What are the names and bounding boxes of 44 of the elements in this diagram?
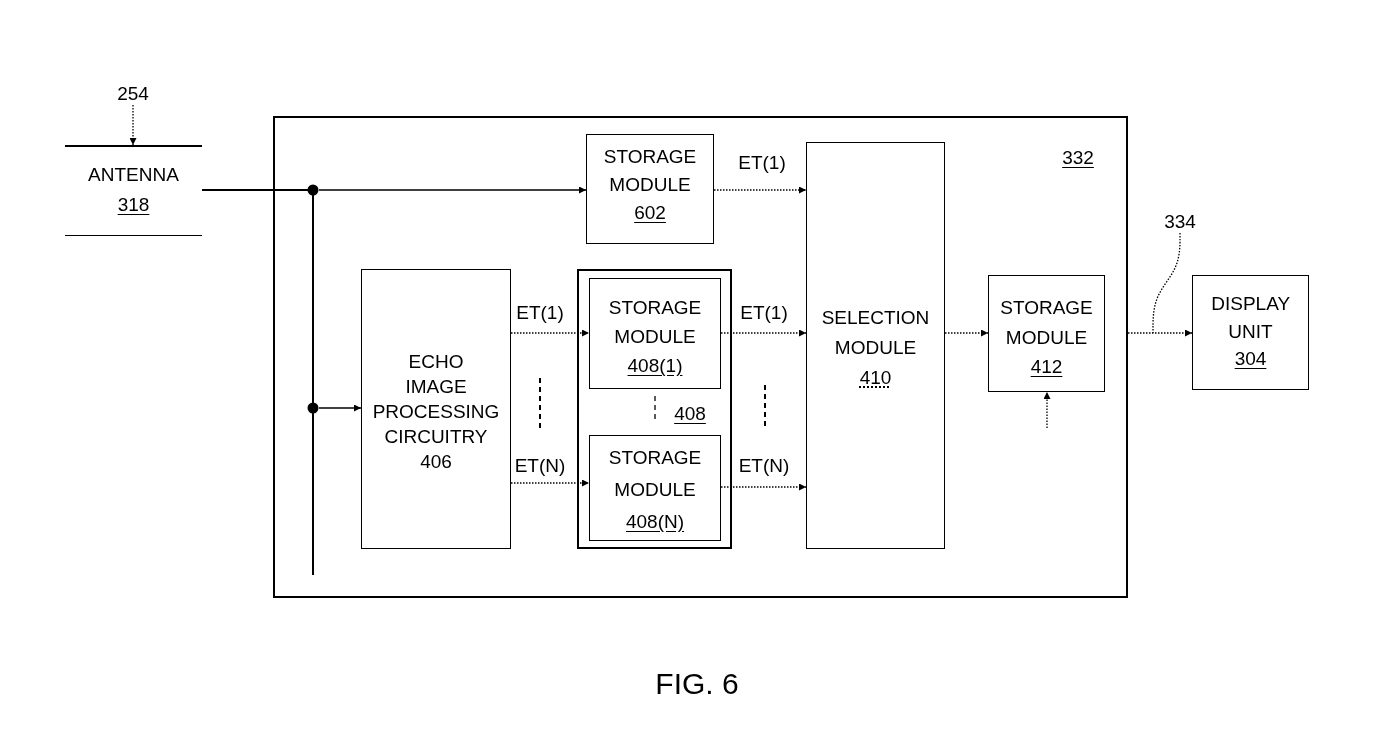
module-box (361, 269, 511, 549)
reference-numeral: 304 (1234, 347, 1267, 371)
module-box (806, 142, 945, 549)
module-box (1192, 275, 1309, 390)
group-box (577, 269, 732, 549)
reference-numeral: 412 (1030, 355, 1063, 379)
module-box (586, 134, 714, 244)
reference-numeral: 318 (117, 193, 150, 217)
box-label: STORAGE MODULE (1000, 296, 1093, 350)
connector-line (201, 189, 314, 576)
reference-numeral: 334 (1158, 211, 1202, 233)
antenna-block (65, 145, 202, 236)
module-box (589, 278, 721, 389)
arrow (129, 104, 137, 146)
box-label: STORAGE MODULE (603, 145, 697, 197)
box-label: SELECTION MODULE (821, 306, 930, 360)
box-label: ANTENNA (88, 163, 179, 187)
arrow (1043, 391, 1051, 429)
box-label: ECHO IMAGE PROCESSING CIRCUITRY (372, 350, 500, 449)
reference-numeral: 254 (108, 83, 158, 105)
arrow (510, 479, 590, 487)
reference-numeral: 408(N) (625, 510, 685, 534)
leader-line (1152, 232, 1181, 334)
arrow (318, 186, 587, 194)
arrow (510, 329, 590, 337)
arrow (720, 483, 807, 491)
box-label: STORAGE MODULE (608, 296, 702, 349)
reference-numeral: 408 (674, 403, 706, 425)
box-label: DISPLAY UNIT (1211, 292, 1290, 344)
box-label: STORAGE MODULE (608, 446, 702, 502)
module-box (589, 435, 721, 541)
reference-numeral: 602 (634, 201, 666, 225)
reference-numeral: 332 (1062, 147, 1094, 169)
arrow (1127, 329, 1193, 337)
arrow (720, 329, 807, 337)
arrow (318, 404, 362, 412)
arrow (713, 186, 807, 194)
reference-numeral: 410 (859, 366, 892, 390)
figure-caption: FIG. 6 (655, 667, 739, 701)
reference-numeral: 408(1) (627, 354, 683, 378)
arrow (944, 329, 989, 337)
reference-numeral: 406 (420, 450, 452, 474)
system-frame (273, 116, 1128, 598)
module-box (988, 275, 1105, 392)
